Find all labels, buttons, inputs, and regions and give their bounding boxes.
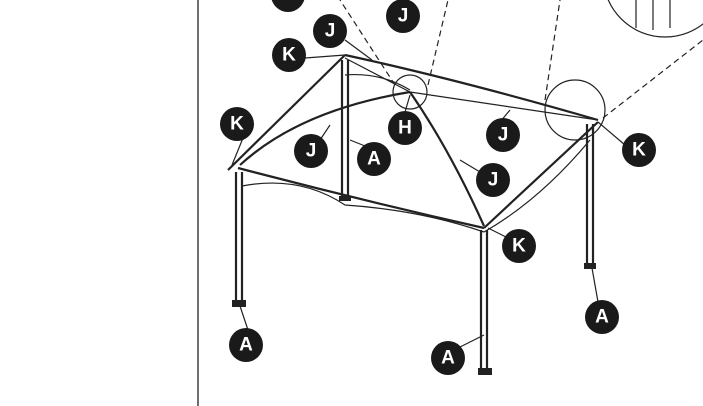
svg-text:H: H xyxy=(398,118,412,139)
svg-text:A: A xyxy=(367,149,381,170)
part-label-k xyxy=(271,0,305,12)
svg-text:A: A xyxy=(595,307,609,328)
part-label-a: A xyxy=(357,142,391,176)
part-label-h: H xyxy=(388,111,422,145)
part-label-a: A xyxy=(431,341,465,375)
part-label-k: K xyxy=(622,133,656,167)
svg-text:A: A xyxy=(441,348,455,369)
part-label-a: A xyxy=(229,328,263,362)
gazebo-frame xyxy=(227,39,626,375)
svg-text:J: J xyxy=(306,141,317,162)
part-label-k: K xyxy=(220,107,254,141)
part-label-k: K xyxy=(272,38,306,72)
part-label-j: J xyxy=(486,118,520,152)
svg-text:K: K xyxy=(230,114,244,135)
part-label-j: J xyxy=(476,163,510,197)
part-label-j: J xyxy=(386,0,420,33)
svg-text:J: J xyxy=(488,170,499,191)
svg-text:K: K xyxy=(512,236,526,257)
svg-text:K: K xyxy=(632,140,646,161)
part-label-j: J xyxy=(313,14,347,48)
part-label-a: A xyxy=(585,300,619,334)
svg-text:J: J xyxy=(325,21,336,42)
svg-text:J: J xyxy=(398,6,409,27)
part-label-j: J xyxy=(294,134,328,168)
svg-text:J: J xyxy=(498,125,509,146)
svg-text:A: A xyxy=(239,335,253,356)
part-label-k: K xyxy=(502,229,536,263)
detail-callout xyxy=(339,0,703,141)
svg-text:K: K xyxy=(282,45,296,66)
